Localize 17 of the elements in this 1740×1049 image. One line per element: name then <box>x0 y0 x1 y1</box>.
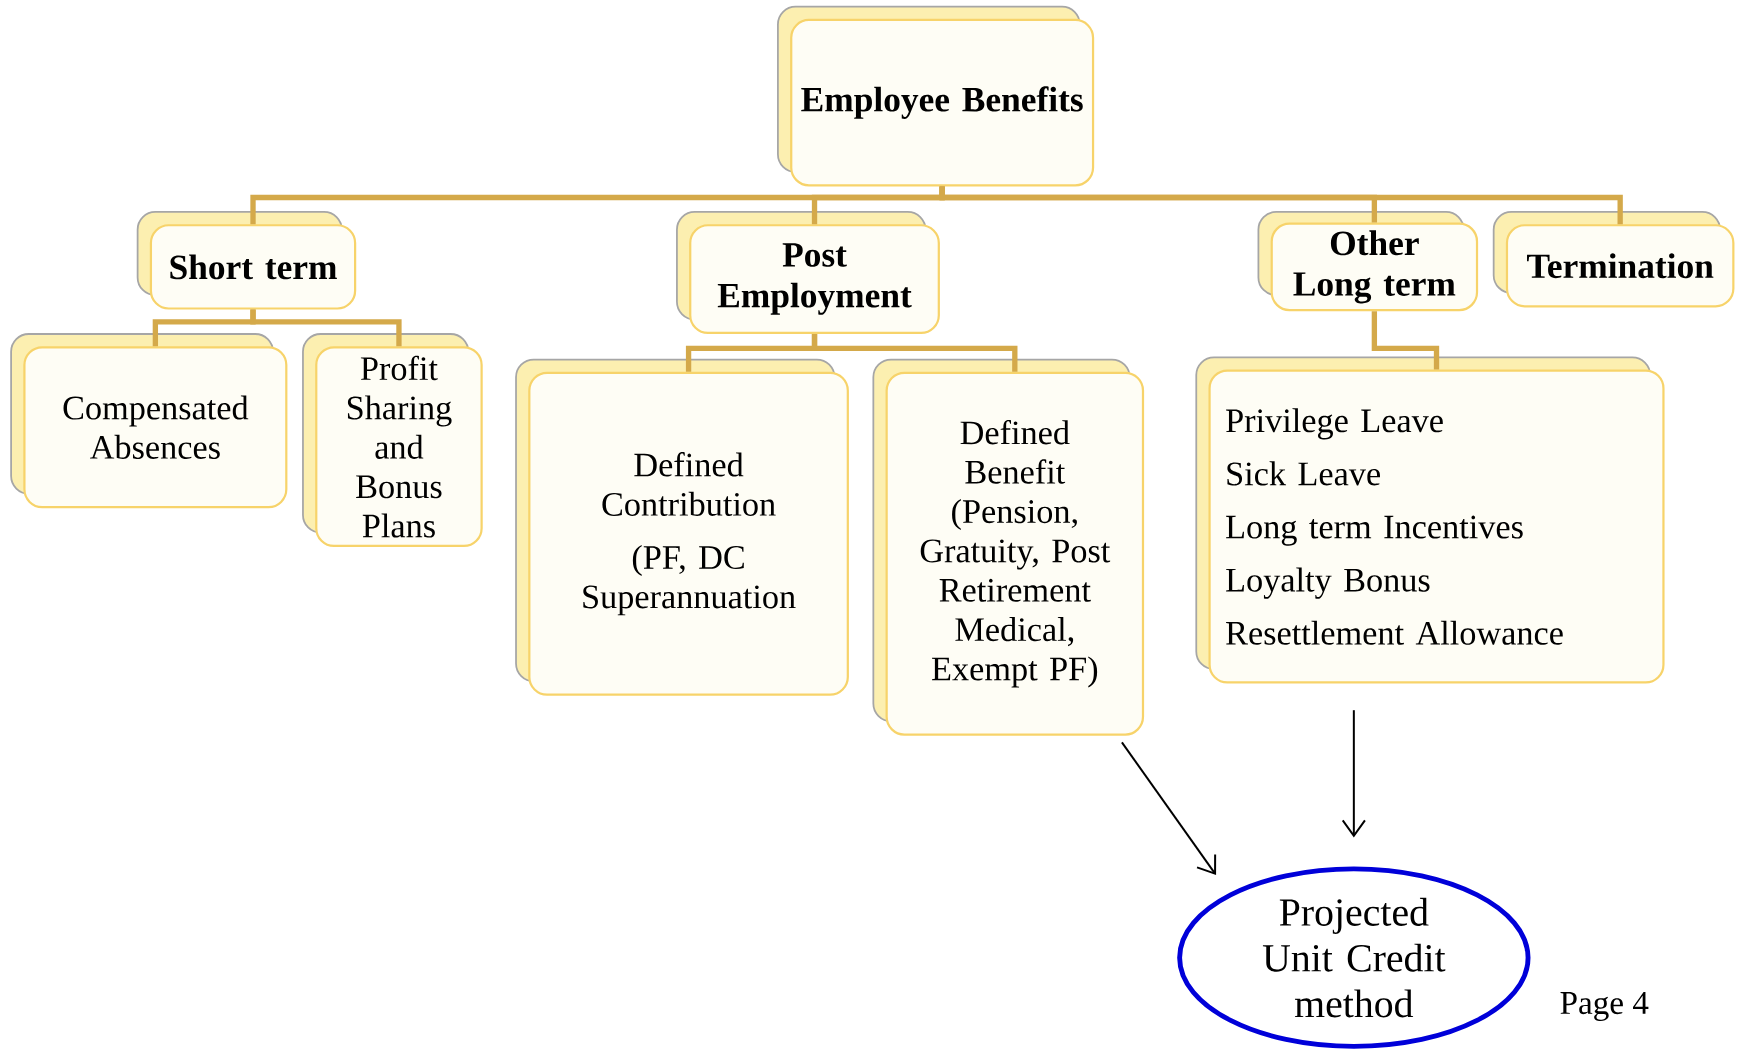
category-box: Post Employment <box>676 211 940 335</box>
benefit-box: Compensated Absences <box>10 333 288 509</box>
category-box: Termination <box>1492 211 1735 308</box>
benefit-box: Defined Benefit (Pension, Gratuity, Post Retirement Medical, Exempt PF) <box>872 358 1145 736</box>
list-box: Privilege Leave Sick Leave Long term Incentives Loyalty Bonus Resettlement Allowance <box>1195 356 1665 684</box>
connector-line <box>811 334 1018 372</box>
connector-line <box>1371 311 1440 370</box>
category-box: Employee Benefits <box>777 5 1095 187</box>
benefit-box: Profit Sharing and Bonus Plans <box>302 333 483 548</box>
connector-line <box>939 186 1623 225</box>
connector-line <box>250 309 402 347</box>
page-number: Page 4 <box>1560 992 1649 1022</box>
category-box: Short term <box>136 211 357 310</box>
arrow <box>1341 709 1366 838</box>
arrow <box>1120 741 1217 876</box>
benefit-box: Defined Contribution (PF, DC Superannuation <box>515 358 849 696</box>
category-box: Other Long term <box>1257 211 1479 312</box>
